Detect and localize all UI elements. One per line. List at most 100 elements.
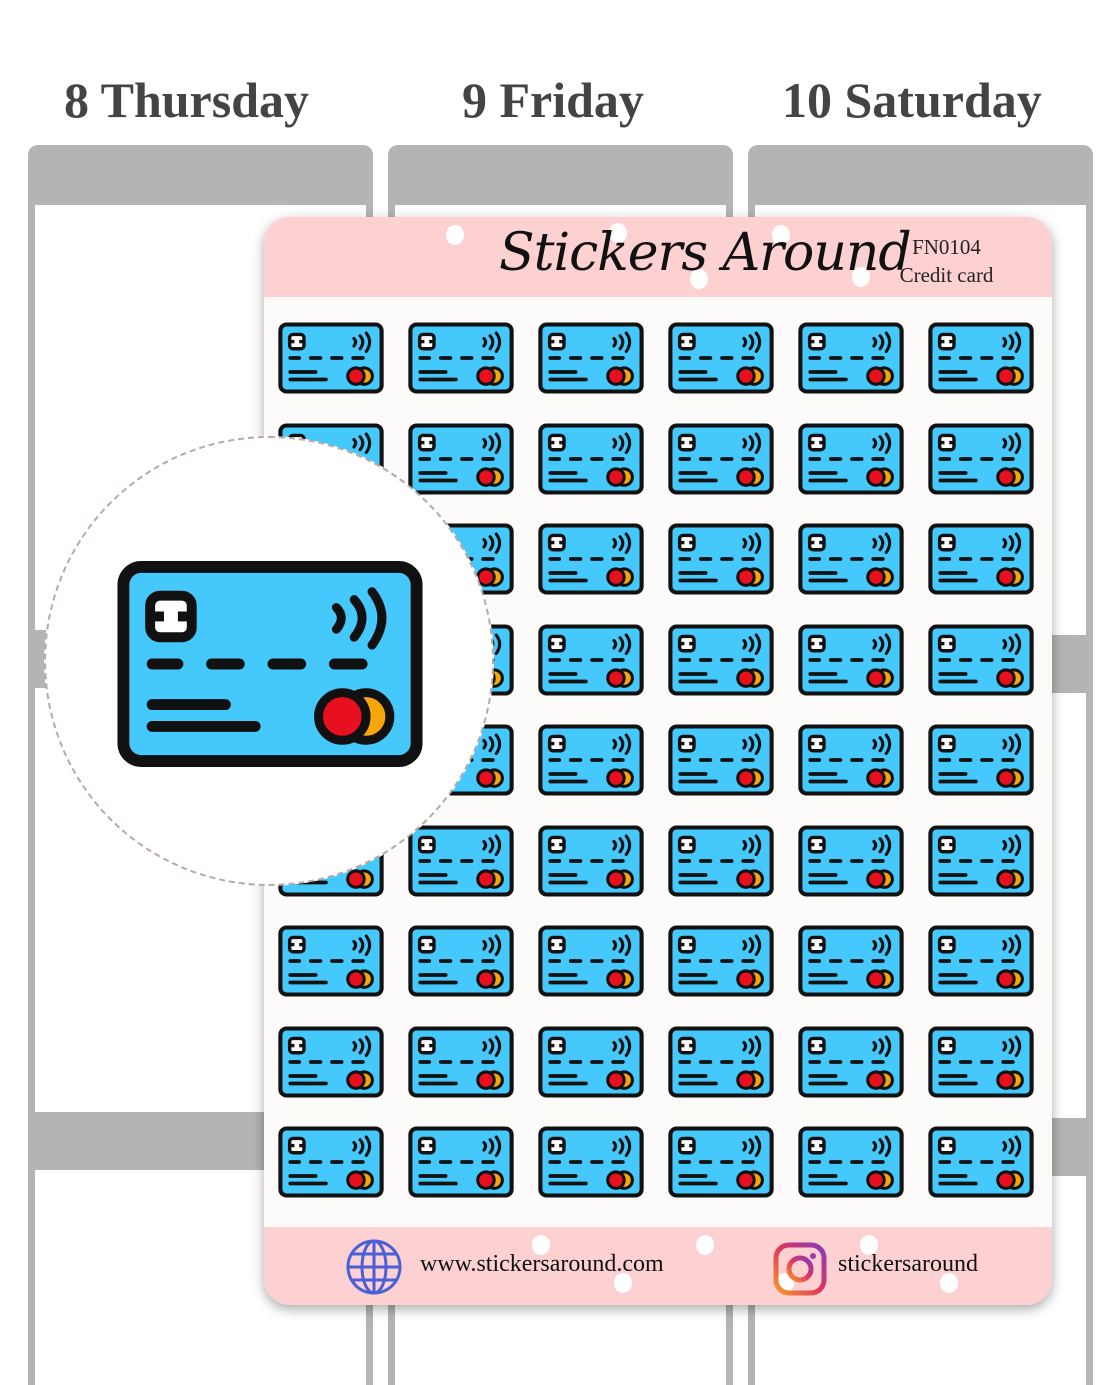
credit-card-sticker — [928, 925, 1034, 997]
credit-card-icon — [798, 724, 904, 796]
credit-card-sticker — [538, 825, 644, 897]
credit-card-icon — [278, 1126, 384, 1198]
credit-card-icon — [538, 423, 644, 495]
credit-card-icon — [798, 825, 904, 897]
credit-card-sticker — [668, 322, 774, 394]
credit-card-sticker — [928, 1026, 1034, 1098]
credit-card-sticker — [538, 523, 644, 595]
credit-card-icon — [408, 1026, 514, 1098]
credit-card-sticker — [408, 925, 514, 997]
credit-card-sticker — [278, 1026, 384, 1098]
credit-card-icon — [668, 1026, 774, 1098]
credit-card-sticker — [538, 1126, 644, 1198]
credit-card-icon — [928, 322, 1034, 394]
credit-card-icon — [928, 1026, 1034, 1098]
credit-card-sticker — [408, 322, 514, 394]
credit-card-icon — [798, 523, 904, 595]
brand-logo: Stickers Around — [499, 223, 912, 283]
credit-card-icon — [668, 322, 774, 394]
credit-card-icon — [668, 1126, 774, 1198]
credit-card-sticker — [928, 1126, 1034, 1198]
credit-card-sticker — [408, 1026, 514, 1098]
day-label-saturday: 10 Saturday — [782, 72, 1042, 128]
credit-card-sticker — [408, 825, 514, 897]
credit-card-sticker — [668, 1126, 774, 1198]
credit-card-sticker — [668, 724, 774, 796]
credit-card-icon — [668, 925, 774, 997]
credit-card-sticker — [278, 925, 384, 997]
product-name: Credit card — [899, 263, 994, 287]
credit-card-icon — [928, 925, 1034, 997]
credit-card-icon — [408, 1126, 514, 1198]
credit-card-sticker — [668, 423, 774, 495]
credit-card-sticker — [538, 423, 644, 495]
credit-card-sticker — [798, 724, 904, 796]
credit-card-icon — [928, 825, 1034, 897]
credit-card-sticker — [798, 624, 904, 696]
credit-card-sticker — [408, 423, 514, 495]
credit-card-icon — [798, 1126, 904, 1198]
credit-card-icon — [538, 825, 644, 897]
sheet-header: Stickers Around FN0104 Credit card — [264, 217, 1052, 297]
instagram-icon — [773, 1242, 827, 1296]
credit-card-sticker — [538, 1026, 644, 1098]
credit-card-icon — [928, 523, 1034, 595]
credit-card-icon — [798, 1026, 904, 1098]
credit-card-icon — [668, 825, 774, 897]
credit-card-icon-large — [116, 560, 424, 768]
credit-card-icon — [668, 724, 774, 796]
credit-card-icon — [668, 423, 774, 495]
credit-card-icon — [668, 624, 774, 696]
credit-card-icon — [668, 523, 774, 595]
credit-card-icon — [408, 925, 514, 997]
credit-card-sticker — [798, 1026, 904, 1098]
credit-card-sticker — [928, 322, 1034, 394]
credit-card-sticker — [538, 925, 644, 997]
credit-card-sticker — [538, 724, 644, 796]
credit-card-sticker — [668, 925, 774, 997]
credit-card-sticker — [928, 825, 1034, 897]
sheet-footer: www.stickersaround.com stickersaround — [264, 1227, 1052, 1305]
credit-card-icon — [538, 1026, 644, 1098]
credit-card-icon — [278, 322, 384, 394]
credit-card-sticker — [278, 322, 384, 394]
credit-card-icon — [538, 925, 644, 997]
credit-card-icon — [538, 624, 644, 696]
credit-card-sticker — [798, 1126, 904, 1198]
credit-card-icon — [278, 925, 384, 997]
credit-card-sticker — [798, 825, 904, 897]
magnified-sticker-preview — [44, 436, 494, 886]
credit-card-sticker — [408, 1126, 514, 1198]
credit-card-icon — [798, 925, 904, 997]
credit-card-sticker — [668, 1026, 774, 1098]
product-info: FN0104 Credit card — [874, 233, 1019, 289]
credit-card-icon — [538, 523, 644, 595]
credit-card-sticker — [538, 624, 644, 696]
day-label-friday: 9 Friday — [462, 72, 644, 128]
credit-card-sticker — [668, 624, 774, 696]
credit-card-sticker — [278, 1126, 384, 1198]
globe-icon — [346, 1239, 402, 1295]
credit-card-sticker — [798, 925, 904, 997]
credit-card-sticker — [798, 322, 904, 394]
credit-card-sticker — [668, 825, 774, 897]
instagram-handle[interactable]: stickersaround — [838, 1251, 978, 1277]
credit-card-icon — [538, 724, 644, 796]
credit-card-icon — [408, 322, 514, 394]
credit-card-icon — [928, 423, 1034, 495]
credit-card-sticker — [928, 423, 1034, 495]
product-code: FN0104 — [912, 235, 981, 259]
credit-card-sticker — [928, 523, 1034, 595]
credit-card-sticker — [668, 523, 774, 595]
credit-card-icon — [538, 322, 644, 394]
credit-card-icon — [538, 1126, 644, 1198]
credit-card-sticker — [798, 523, 904, 595]
website-link[interactable]: www.stickersaround.com — [420, 1251, 664, 1277]
credit-card-icon — [798, 423, 904, 495]
credit-card-icon — [408, 423, 514, 495]
credit-card-sticker — [928, 724, 1034, 796]
credit-card-sticker — [538, 322, 644, 394]
credit-card-icon — [798, 322, 904, 394]
credit-card-sticker — [798, 423, 904, 495]
credit-card-icon — [798, 624, 904, 696]
